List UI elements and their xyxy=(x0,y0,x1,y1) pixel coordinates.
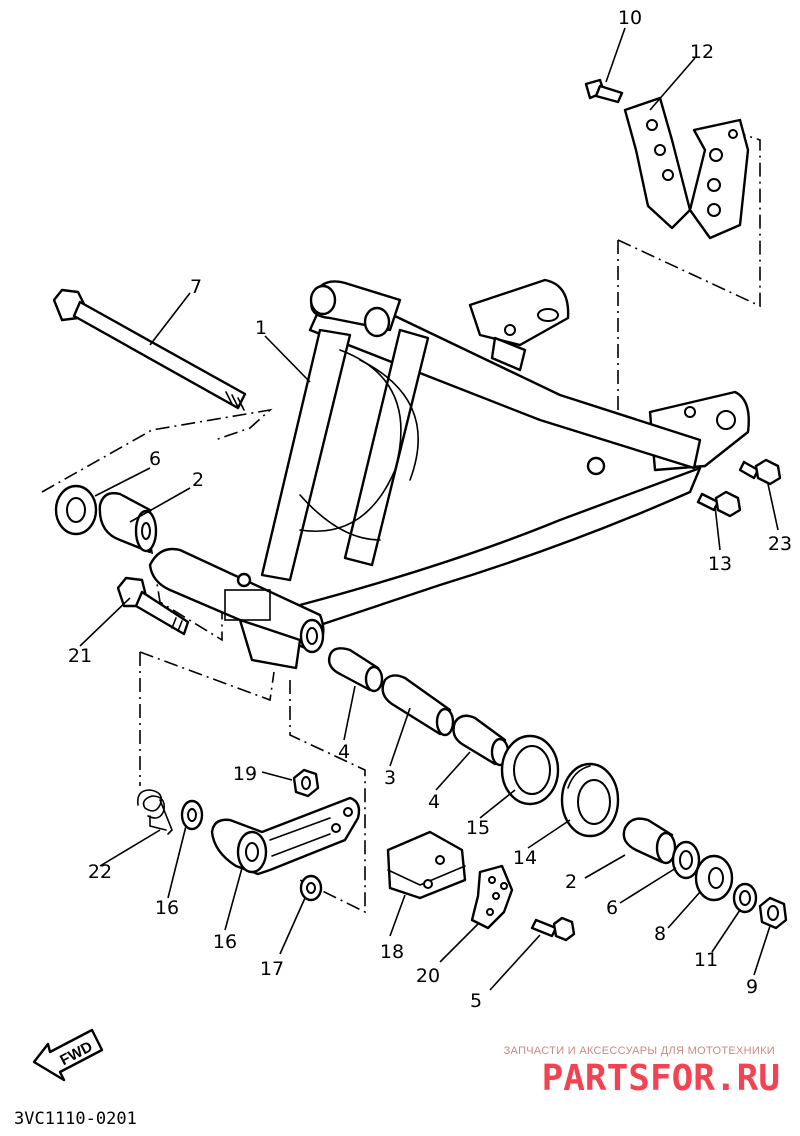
callout-21: 21 xyxy=(68,645,92,667)
callout-8: 9 xyxy=(746,976,758,998)
callout-15: 16 xyxy=(213,931,237,953)
swing-arm xyxy=(148,278,750,670)
callout-14: 10 xyxy=(618,7,642,29)
callout-20: 5 xyxy=(470,990,482,1012)
watermark: ЗАПЧАСТИ И АКСЕССУАРЫ ДЛЯ МОТОТЕХНИКИ PA… xyxy=(504,1045,780,1099)
plate-18 xyxy=(470,864,514,930)
left-bearing-and-collar xyxy=(54,484,158,554)
nut-19 xyxy=(292,768,320,798)
watermark-tagline: ЗАПЧАСТИ И АКСЕССУАРЫ ДЛЯ МОТОТЕХНИКИ xyxy=(504,1045,775,1057)
sleeves xyxy=(327,647,510,767)
callout-19: 19 xyxy=(233,763,257,785)
right-hardware xyxy=(622,817,788,930)
callout-1: 1 xyxy=(255,317,267,339)
callout-6b: 8 xyxy=(654,923,666,945)
diagram-code: 3VC1110-0201 xyxy=(14,1109,137,1129)
bolt-21 xyxy=(116,576,190,636)
callout-3: 3 xyxy=(384,767,396,789)
callout-23: 23 xyxy=(768,533,792,555)
callout-17: 18 xyxy=(380,941,404,963)
spring xyxy=(136,789,173,835)
seal-and-bearing xyxy=(500,734,620,838)
callout-10: 14 xyxy=(513,847,537,869)
callout-12: 12 xyxy=(690,41,714,63)
screw-20 xyxy=(530,916,576,942)
callout-13: 13 xyxy=(708,553,732,575)
callout-numbers: 10 12 7 1 6 2 21 13 23 4 3 4 19 15 14 22… xyxy=(68,7,792,1012)
rear-bolts xyxy=(696,458,782,518)
callout-18: 20 xyxy=(416,965,440,987)
callout-9: 11 xyxy=(694,949,718,971)
callout-7: 7 xyxy=(190,276,202,298)
fwd-arrow: FWD xyxy=(32,1028,104,1082)
watermark-brand: PARTSFOR.RU xyxy=(542,1058,780,1099)
callout-16b: 17 xyxy=(260,958,284,980)
callout-11: 15 xyxy=(466,817,490,839)
callout-4b: 4 xyxy=(428,791,440,813)
chain-guide-bracket xyxy=(584,78,750,240)
pivot-shaft xyxy=(52,288,247,411)
callout-4a: 4 xyxy=(338,741,350,763)
collars-16 xyxy=(180,799,323,902)
callout-2a: 2 xyxy=(192,469,204,491)
callout-22: 22 xyxy=(88,861,112,883)
tensioner-arm xyxy=(210,796,361,876)
callout-16a: 16 xyxy=(155,897,179,919)
callout-2b: 2 xyxy=(565,871,577,893)
leader-lines xyxy=(79,27,779,991)
callout-6a: 6 xyxy=(149,448,161,470)
callout-5: 6 xyxy=(606,897,618,919)
slider-pad xyxy=(386,830,467,900)
